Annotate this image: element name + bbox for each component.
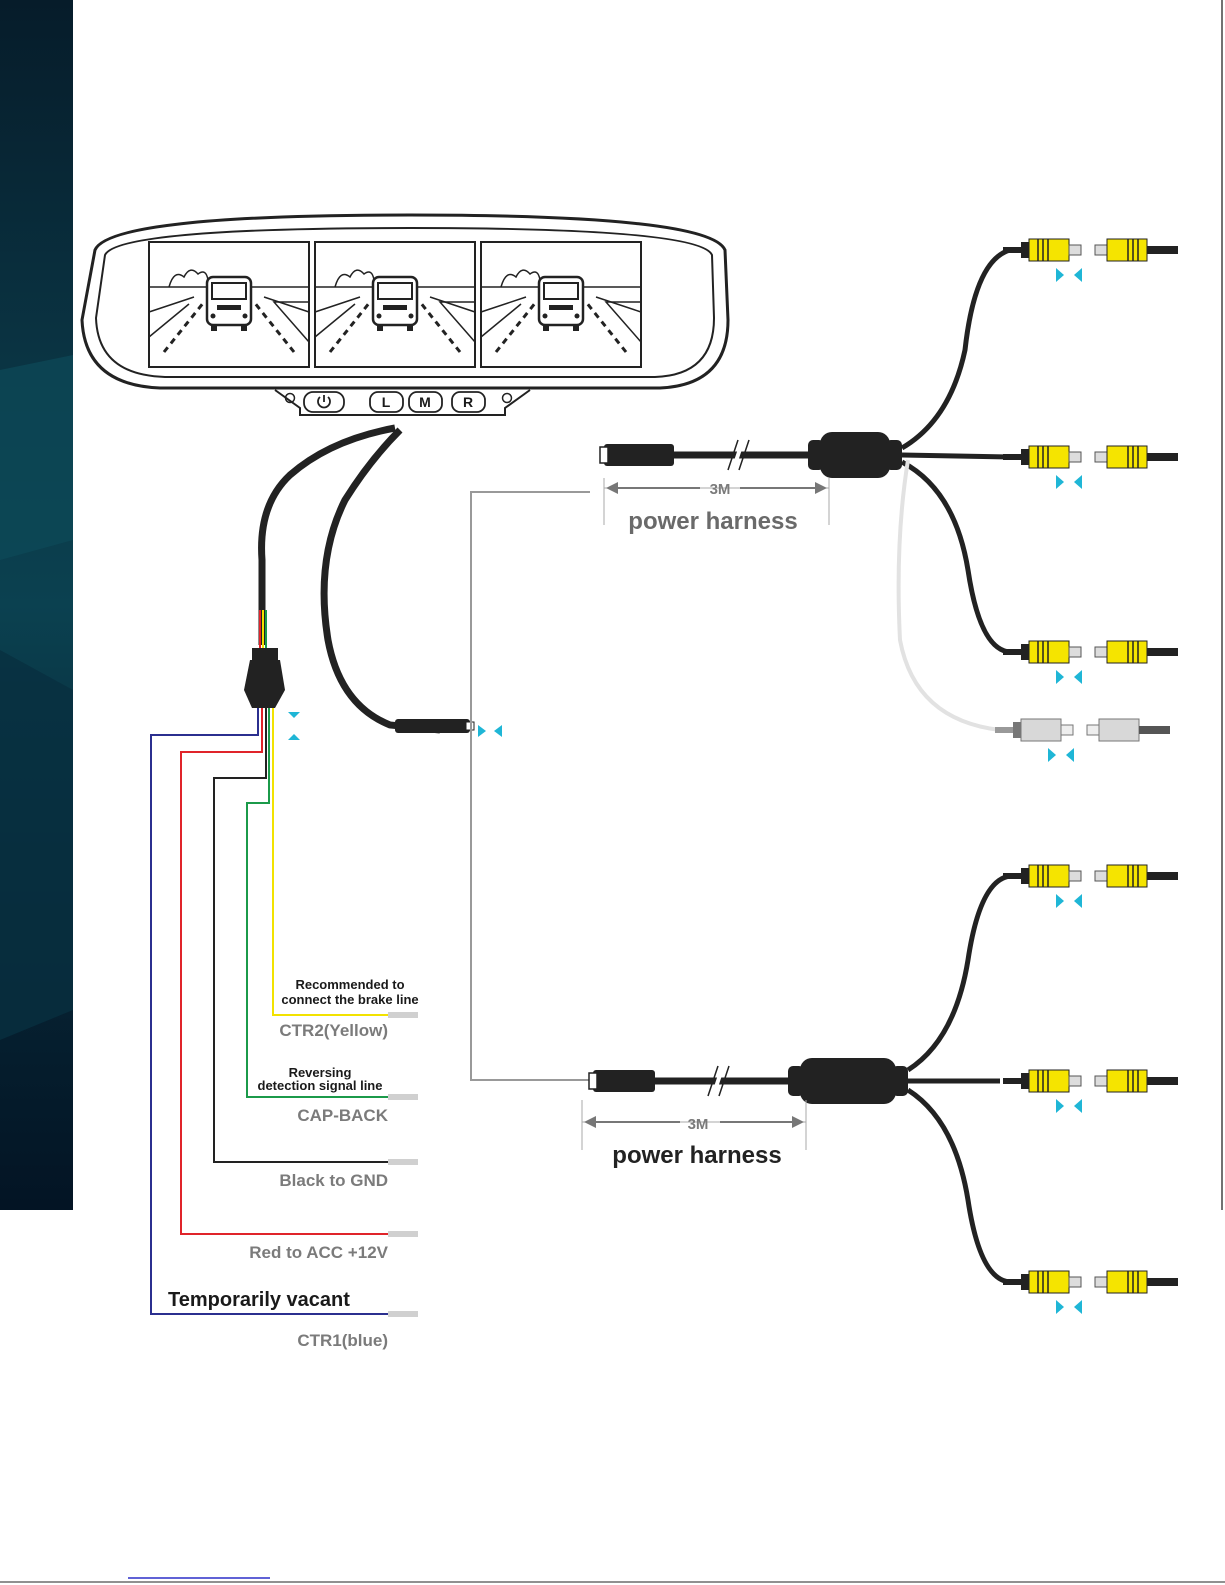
wire-yellow [273,708,418,1015]
rca-connector-top-3 [1003,641,1178,684]
ctr1-note: Temporarily vacant [168,1289,350,1311]
arrows-center [478,725,502,737]
rca-connector-bottom-3 [1003,1271,1178,1314]
button-l-label: L [382,394,391,410]
rca-connector-top-1 [1003,239,1178,282]
ctr2-note-line2: connect the brake line [281,992,418,1007]
acc-label: Red to ACC +12V [249,1243,388,1262]
harness-bottom-length: 3M [688,1116,709,1133]
screen-left [149,242,309,367]
harness-bottom-label: power harness [612,1142,781,1169]
cap-back-note-line2: detection signal line [258,1078,383,1093]
branches-bottom [908,876,1010,1282]
harness-top-label: power harness [628,508,797,535]
harness-top: 3M power harness [600,432,902,535]
rca-connector-top-4-white [995,719,1170,762]
screen-right [481,242,641,367]
rca-connector-bottom-1 [1003,865,1178,908]
button-m-label: M [419,394,431,410]
screen-middle [315,242,475,367]
button-r[interactable]: R [452,392,485,412]
cap-back-label: CAP-BACK [297,1106,388,1125]
rca-connector-top-2 [1003,446,1178,489]
button-l[interactable]: L [370,392,403,412]
rearview-mirror: L M R [82,215,728,415]
wire-end-caps [388,1012,418,1317]
rca-connector-bottom-2 [1003,1070,1178,1113]
wire-red [181,708,418,1234]
ctr2-label: CTR2(Yellow) [279,1021,388,1040]
wire-black [214,708,418,1162]
button-r-label: R [463,394,473,410]
wire-blue [151,708,418,1314]
mirror-cables [262,428,502,737]
harness-bottom: 3M power harness [582,1058,908,1169]
ctr1-label: CTR1(blue) [297,1331,388,1350]
power-button[interactable] [304,392,344,412]
harness-bracket [471,492,590,1080]
arrows-breakout [288,712,300,740]
gnd-label: Black to GND [279,1171,388,1190]
harness-top-length: 3M [710,481,731,498]
button-m[interactable]: M [409,392,442,412]
ctr2-note-line1: Recommended to [295,977,404,992]
branches-top [899,250,1010,730]
